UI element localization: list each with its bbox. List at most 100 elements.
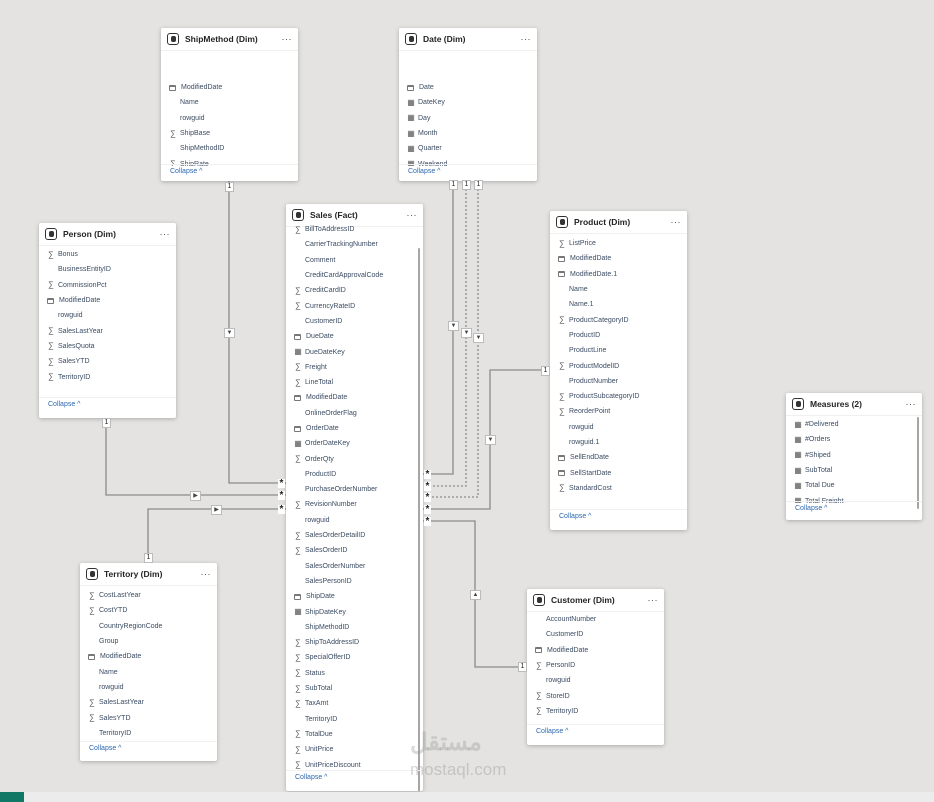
field-item[interactable]: ProductNumber — [550, 374, 687, 389]
field-item[interactable]: ∑CommissionPct — [39, 278, 176, 293]
field-item[interactable]: AccountNumber — [527, 612, 664, 627]
field-item[interactable]: ▦SubTotal — [786, 463, 922, 478]
field-item[interactable]: ▦Month — [399, 126, 537, 141]
field-item[interactable]: rowguid.1 — [550, 435, 687, 450]
collapse-button[interactable]: Collapse ^ — [408, 168, 441, 175]
field-item[interactable]: ∑SalesOrderID — [286, 543, 423, 558]
filter-direction-right-icon[interactable]: ▶ — [190, 491, 201, 501]
more-options-button[interactable]: ··· — [406, 210, 417, 220]
table-header[interactable]: Territory (Dim) ··· — [80, 563, 217, 586]
field-item[interactable]: rowguid — [527, 673, 664, 688]
field-item[interactable]: Group — [80, 634, 217, 649]
field-item[interactable]: ▦Total Freight — [786, 493, 922, 503]
field-item[interactable]: ∑RevisionNumber — [286, 497, 423, 512]
field-item[interactable]: ▦Day — [399, 111, 537, 126]
field-item[interactable]: ▦Quarter — [399, 141, 537, 156]
field-item[interactable]: ModifiedDate.1 — [550, 267, 687, 282]
field-item[interactable]: ∑TaxAmt — [286, 696, 423, 711]
field-item[interactable]: ∑ProductCategoryID — [550, 312, 687, 327]
field-item[interactable]: ∑CurrencyRateID — [286, 298, 423, 313]
more-options-button[interactable]: ··· — [905, 399, 916, 409]
table-card-measures[interactable]: Measures (2) ···▦#Delivered▦#Orders▦#Shi… — [786, 393, 922, 520]
field-item[interactable]: ProductID — [286, 467, 423, 482]
field-item[interactable]: ∑ReorderPoint — [550, 404, 687, 419]
table-header[interactable]: Date (Dim) ··· — [399, 28, 537, 51]
table-header[interactable]: Measures (2) ··· — [786, 393, 922, 416]
field-item[interactable]: ∑BillToAddressID — [286, 222, 423, 237]
field-item[interactable]: ∑SalesQuota — [39, 339, 176, 354]
filter-direction-down-icon[interactable]: ▼ — [485, 435, 496, 445]
collapse-button[interactable]: Collapse ^ — [559, 513, 592, 520]
field-item[interactable]: ∑ShipToAddressID — [286, 635, 423, 650]
field-item[interactable]: TerritoryID — [286, 712, 423, 727]
field-item[interactable]: ∑CreditCardID — [286, 283, 423, 298]
field-item[interactable]: ShipMethodID — [161, 141, 298, 156]
collapse-button[interactable]: Collapse ^ — [795, 505, 828, 512]
field-item[interactable]: TerritoryID — [80, 726, 217, 741]
field-item[interactable]: ∑SalesLastYear — [39, 323, 176, 338]
field-item[interactable]: ∑UnitPrice — [286, 742, 423, 757]
field-item[interactable]: rowguid — [80, 680, 217, 695]
field-item[interactable]: rowguid — [550, 420, 687, 435]
field-item[interactable]: rowguid — [39, 308, 176, 323]
field-item[interactable]: ModifiedDate — [80, 649, 217, 664]
table-card-date[interactable]: Date (Dim) ··· Date▦DateKey▦Day▦Month▦Qua… — [399, 28, 537, 181]
scrollbar[interactable] — [917, 417, 919, 509]
field-item[interactable]: ▦DueDateKey — [286, 344, 423, 359]
field-item[interactable]: ▦#Shiped — [786, 448, 922, 463]
field-item[interactable]: ▦ShipDateKey — [286, 604, 423, 619]
field-list[interactable]: Date▦DateKey▦Day▦Month▦Quarter▦Weekend▦Y… — [399, 80, 537, 166]
field-item[interactable]: ∑PersonID — [527, 658, 664, 673]
more-options-button[interactable]: ··· — [670, 217, 681, 227]
field-item[interactable]: ∑StandardCost — [550, 481, 687, 496]
field-item[interactable]: ModifiedDate — [39, 293, 176, 308]
field-item[interactable]: ModifiedDate — [550, 251, 687, 266]
field-item[interactable]: ∑TotalDue — [286, 727, 423, 742]
field-item[interactable]: ∑Status — [286, 666, 423, 681]
field-item[interactable]: rowguid — [161, 111, 298, 126]
field-item[interactable]: OnlineOrderFlag — [286, 406, 423, 421]
field-item[interactable]: CreditCardApprovalCode — [286, 268, 423, 283]
field-item[interactable]: ∑ListPrice — [550, 236, 687, 251]
field-item[interactable]: ∑SalesLastYear — [80, 695, 217, 710]
field-list[interactable]: ▦#Delivered▦#Orders▦#Shiped▦SubTotal▦Tot… — [786, 417, 922, 503]
filter-direction-down-icon[interactable]: ▼ — [224, 328, 235, 338]
more-options-button[interactable]: ··· — [647, 595, 658, 605]
field-item[interactable]: ∑ProductSubcategoryID — [550, 389, 687, 404]
field-item[interactable]: ∑SalesYTD — [80, 710, 217, 725]
field-item[interactable]: Name.1 — [550, 297, 687, 312]
field-item[interactable]: CountryRegionCode — [80, 619, 217, 634]
collapse-button[interactable]: Collapse ^ — [89, 745, 122, 752]
field-item[interactable]: ∑LineTotal — [286, 375, 423, 390]
field-item[interactable]: ModifiedDate — [286, 390, 423, 405]
field-item[interactable]: ∑ShipRate — [161, 156, 298, 166]
field-item[interactable]: ∑SalesYTD — [39, 354, 176, 369]
more-options-button[interactable]: ··· — [520, 34, 531, 44]
field-item[interactable]: ShipDate — [286, 589, 423, 604]
field-item[interactable]: CustomerID — [286, 314, 423, 329]
field-item[interactable]: ModifiedDate — [527, 643, 664, 658]
field-item[interactable]: Date — [399, 80, 537, 95]
field-item[interactable]: ∑ProductModelID — [550, 358, 687, 373]
table-header[interactable]: Person (Dim) ··· — [39, 223, 176, 246]
table-card-territory[interactable]: Territory (Dim) ···∑CostLastYear∑CostYTD… — [80, 563, 217, 761]
field-item[interactable]: ∑SubTotal — [286, 681, 423, 696]
field-item[interactable]: ProductLine — [550, 343, 687, 358]
field-item[interactable]: ∑TerritoryID — [39, 369, 176, 384]
field-item[interactable]: Comment — [286, 253, 423, 268]
field-item[interactable]: ▦Weekend — [399, 156, 537, 166]
collapse-button[interactable]: Collapse ^ — [295, 774, 328, 781]
field-item[interactable]: ∑SalesOrderDetailID — [286, 528, 423, 543]
field-item[interactable]: ∑CostLastYear — [80, 588, 217, 603]
